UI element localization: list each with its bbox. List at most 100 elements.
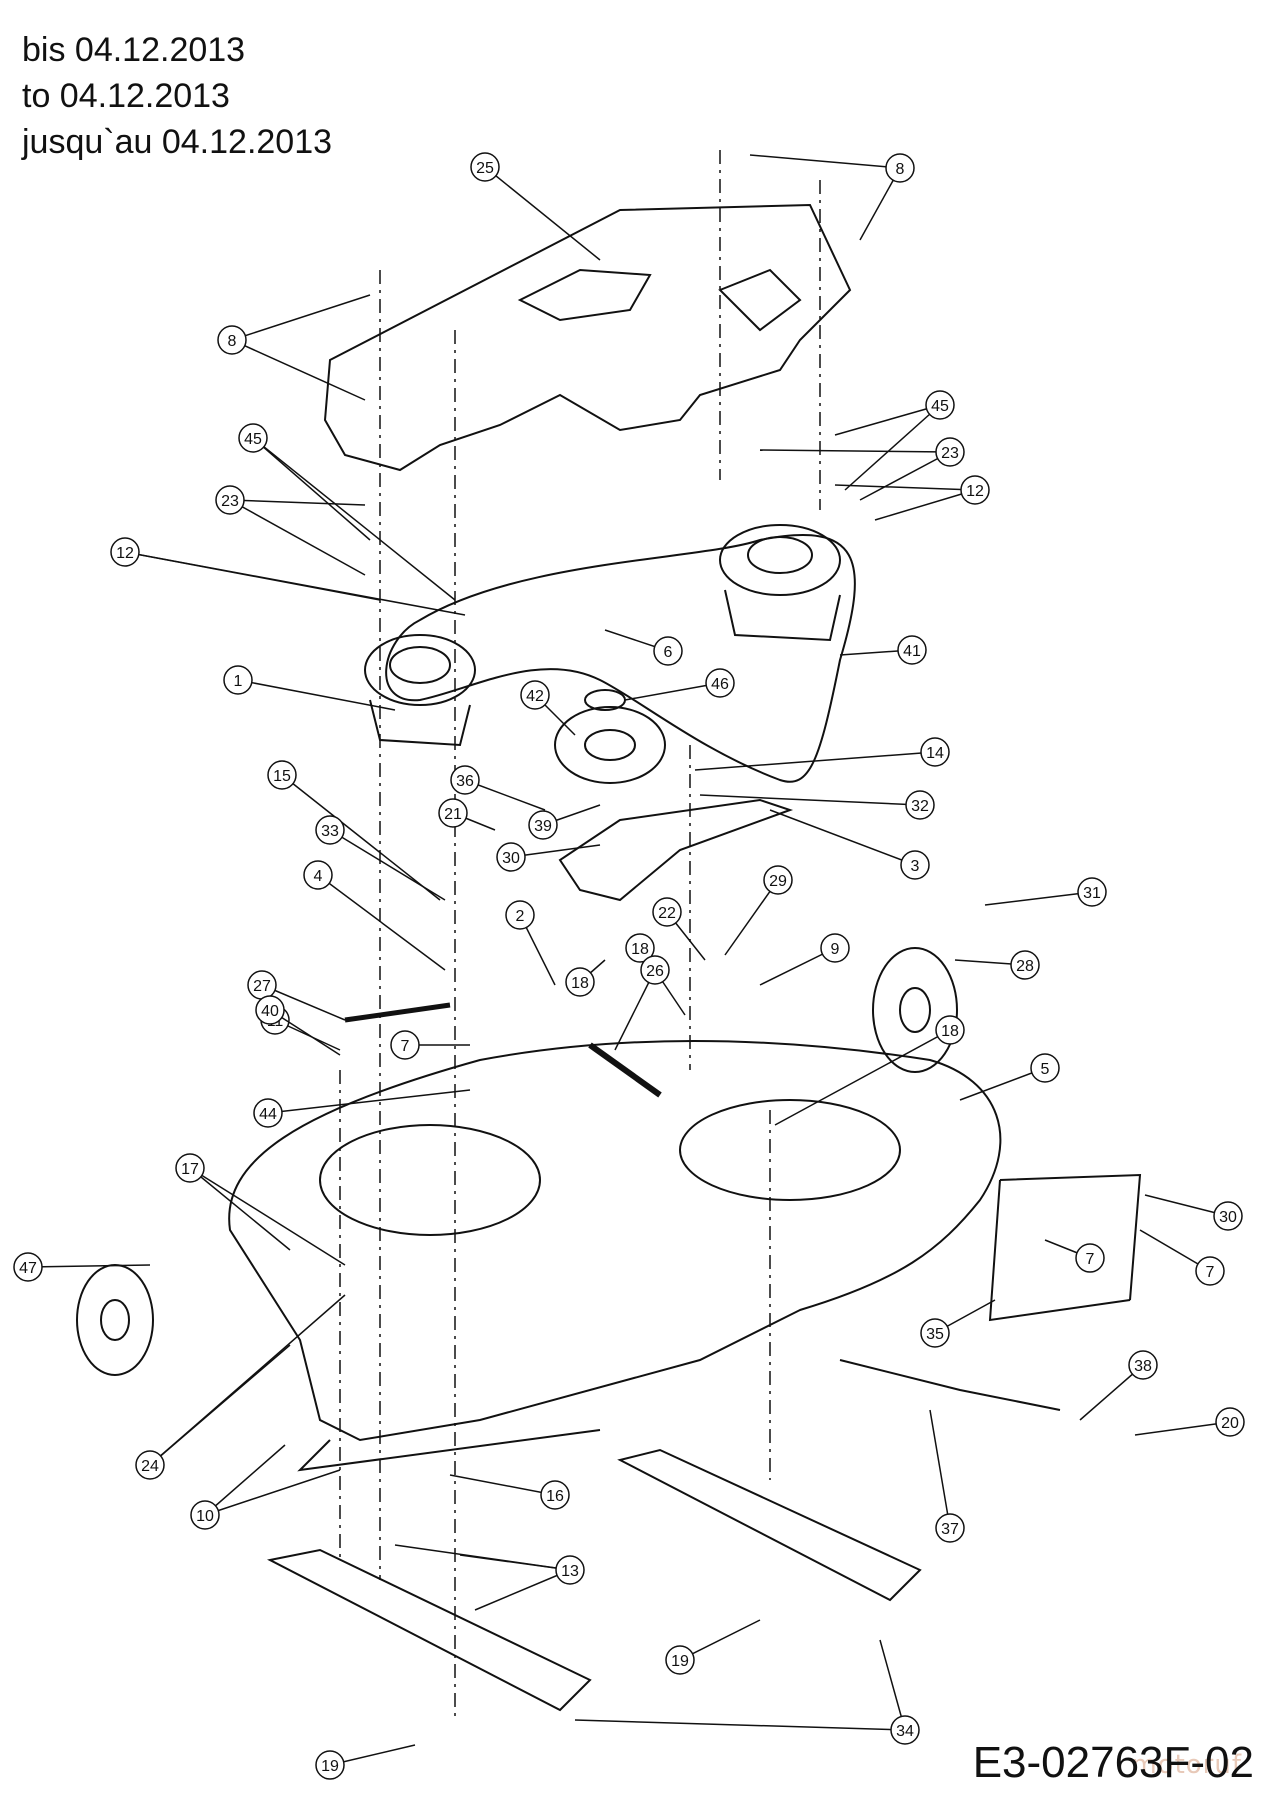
callout-22: 22 (652, 897, 706, 961)
validity-date-de: bis 04.12.2013 (22, 31, 246, 69)
callout-leader (124, 551, 466, 616)
callout-balloon (935, 1513, 965, 1543)
callout-number: 26 (646, 963, 664, 980)
callout-number: 21 (444, 806, 462, 823)
callout-leader (237, 679, 396, 711)
callout-44: 44 (253, 1089, 471, 1128)
callout-balloon (665, 1645, 695, 1675)
callout-balloon (315, 1750, 345, 1780)
callout-number: 15 (273, 768, 291, 785)
callout-29: 29 (724, 865, 793, 956)
callout-leader (699, 794, 921, 806)
callout-number: 17 (181, 1161, 199, 1178)
callout-31: 31 (984, 877, 1107, 907)
callout-18: 18 (565, 959, 606, 997)
callout-leader (679, 1619, 761, 1661)
callout-balloon (905, 790, 935, 820)
callout-number: 10 (196, 1508, 214, 1525)
callout-balloon (520, 680, 550, 710)
callout-number: 32 (911, 798, 929, 815)
callout-balloon (1195, 1256, 1225, 1286)
callout-balloon (267, 760, 297, 790)
callout-32: 32 (699, 790, 935, 820)
callout-number: 47 (19, 1260, 37, 1277)
callout-balloon (470, 152, 500, 182)
callout-leader (231, 339, 366, 401)
callout-balloon (253, 1098, 283, 1128)
callout-21: 21 (438, 798, 496, 831)
callout-leader (959, 1067, 1046, 1101)
callout-balloon (528, 810, 558, 840)
callout-leader (231, 294, 371, 341)
callout-leader (929, 1409, 951, 1529)
callout-leader (252, 437, 456, 601)
watermark: motoruf (1131, 1750, 1242, 1780)
validity-date-fr: jusqu`au 04.12.2013 (22, 123, 333, 161)
callout-leader (204, 1469, 341, 1516)
validity-date-en: to 04.12.2013 (22, 77, 230, 115)
callout-6: 6 (604, 629, 683, 666)
callout-balloon (505, 900, 535, 930)
callout-30: 30 (496, 842, 601, 872)
callout-balloon (960, 475, 990, 505)
spindle-pulley-left (364, 634, 476, 706)
callout-45: 45 (834, 390, 955, 491)
callout-balloon (215, 485, 245, 515)
callout-36: 36 (450, 765, 546, 811)
callout-leader (694, 751, 936, 771)
callout-number: 1 (234, 673, 243, 690)
callout-5: 5 (959, 1053, 1060, 1101)
callout-number: 45 (244, 431, 262, 448)
callout-45: 45 (238, 423, 456, 601)
callout-leader (267, 1089, 471, 1114)
callout-number: 30 (1219, 1209, 1237, 1226)
callout-number: 34 (896, 1723, 914, 1740)
callout-23: 23 (759, 437, 965, 501)
callout-number: 45 (931, 398, 949, 415)
callout-balloon (1075, 1243, 1105, 1273)
mower-blade-left (267, 1548, 592, 1712)
callout-33: 33 (315, 815, 446, 901)
callout-number: 42 (526, 688, 544, 705)
callout-leader (317, 874, 446, 971)
callout-balloon (1030, 1053, 1060, 1083)
callout-leader (874, 489, 976, 521)
callout-balloon (303, 860, 333, 890)
callout-balloon (1213, 1201, 1243, 1231)
callout-number: 5 (1041, 1061, 1050, 1078)
callout-leader (189, 1167, 346, 1266)
callout-number: 29 (769, 873, 787, 890)
callout-number: 19 (321, 1758, 339, 1775)
callout-leader (149, 1294, 346, 1466)
callout-number: 41 (903, 643, 921, 660)
callout-number: 8 (228, 333, 237, 350)
callout-number: 16 (546, 1488, 564, 1505)
callout-number: 19 (671, 1653, 689, 1670)
callout-number: 23 (941, 445, 959, 462)
callout-number: 36 (456, 773, 474, 790)
callout-leader (834, 484, 976, 491)
callout-number: 38 (1134, 1358, 1152, 1375)
callout-balloon (935, 1015, 965, 1045)
callout-leader (624, 682, 721, 701)
callout-41: 41 (839, 635, 927, 665)
callout-balloon (438, 798, 468, 828)
callout-number: 2 (516, 908, 525, 925)
callout-37: 37 (929, 1409, 965, 1543)
callout-number: 12 (116, 545, 134, 562)
idler-arm (558, 798, 794, 902)
callout-18: 18 (774, 1015, 965, 1126)
callout-4: 4 (303, 860, 446, 971)
callout-balloon (255, 995, 285, 1025)
callout-balloon (920, 1318, 950, 1348)
callout-1: 1 (223, 665, 396, 711)
gauge-wheel-left (76, 1264, 154, 1376)
deck-lift-rod (988, 1173, 1142, 1322)
callout-number: 37 (941, 1521, 959, 1538)
callout-balloon (1128, 1350, 1158, 1380)
callout-balloon (450, 765, 480, 795)
callout-number: 4 (314, 868, 323, 885)
callout-number: 8 (896, 161, 905, 178)
callout-leader (769, 809, 916, 866)
callout-number: 46 (711, 676, 729, 693)
